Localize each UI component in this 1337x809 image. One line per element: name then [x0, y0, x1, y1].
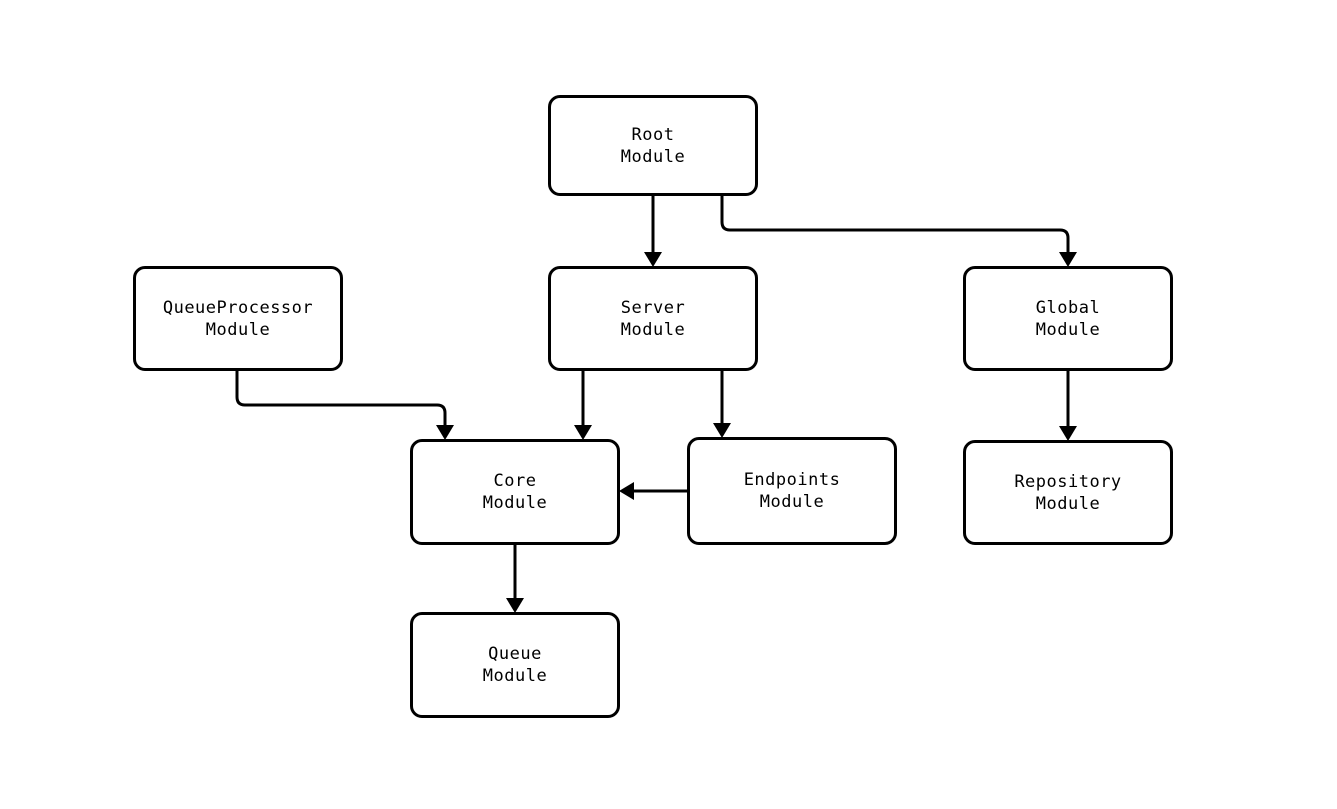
node-root-module-line2: Module: [620, 146, 686, 167]
node-server-module[interactable]: Server Module: [548, 266, 758, 371]
node-core-module-line1: Core: [493, 471, 537, 491]
node-server-module-line1: Server: [620, 297, 686, 318]
node-queue-module-line2: Module: [482, 666, 548, 686]
node-global-module-line1: Global: [1035, 297, 1101, 318]
node-repository-module-line1: Repository: [1014, 471, 1122, 492]
node-queueprocessor-module[interactable]: QueueProcessor Module: [133, 266, 343, 371]
arrowhead-server-to-core: [574, 425, 592, 440]
node-server-module-line2: Module: [620, 319, 686, 340]
edge-root-to-global: [720, 196, 1070, 252]
node-queueprocessor-module-line2: Module: [205, 319, 271, 340]
node-repository-module-line2: Module: [1035, 493, 1101, 514]
node-repository-module[interactable]: Repository Module: [963, 440, 1173, 545]
node-global-module-line2: Module: [1035, 319, 1101, 340]
arrowhead-root-to-global: [1059, 252, 1077, 267]
node-core-module[interactable]: Core Module: [410, 439, 620, 545]
edge-queueprocessor-to-core: [235, 371, 447, 425]
arrowhead-global-to-repository: [1059, 426, 1077, 441]
arrowhead-root-to-server: [644, 252, 662, 267]
arrowhead-server-to-endpoints: [713, 423, 731, 438]
node-core-module-line2: Module: [482, 493, 548, 513]
node-endpoints-module[interactable]: Endpoints Module: [687, 437, 897, 545]
arrowhead-endpoints-to-core: [619, 482, 634, 500]
node-endpoints-module-line1: Endpoints: [743, 470, 841, 490]
node-global-module[interactable]: Global Module: [963, 266, 1173, 371]
node-root-module[interactable]: Root Module: [548, 95, 758, 196]
node-queueprocessor-module-line1: QueueProcessor: [162, 297, 314, 318]
node-root-module-line1: Root: [631, 124, 675, 145]
arrowhead-queueprocessor-to-core: [436, 425, 454, 440]
node-queue-module[interactable]: Queue Module: [410, 612, 620, 718]
arrowhead-core-to-queue: [506, 598, 524, 613]
node-queue-module-line1: Queue: [488, 644, 542, 664]
node-endpoints-module-line2: Module: [759, 492, 825, 512]
